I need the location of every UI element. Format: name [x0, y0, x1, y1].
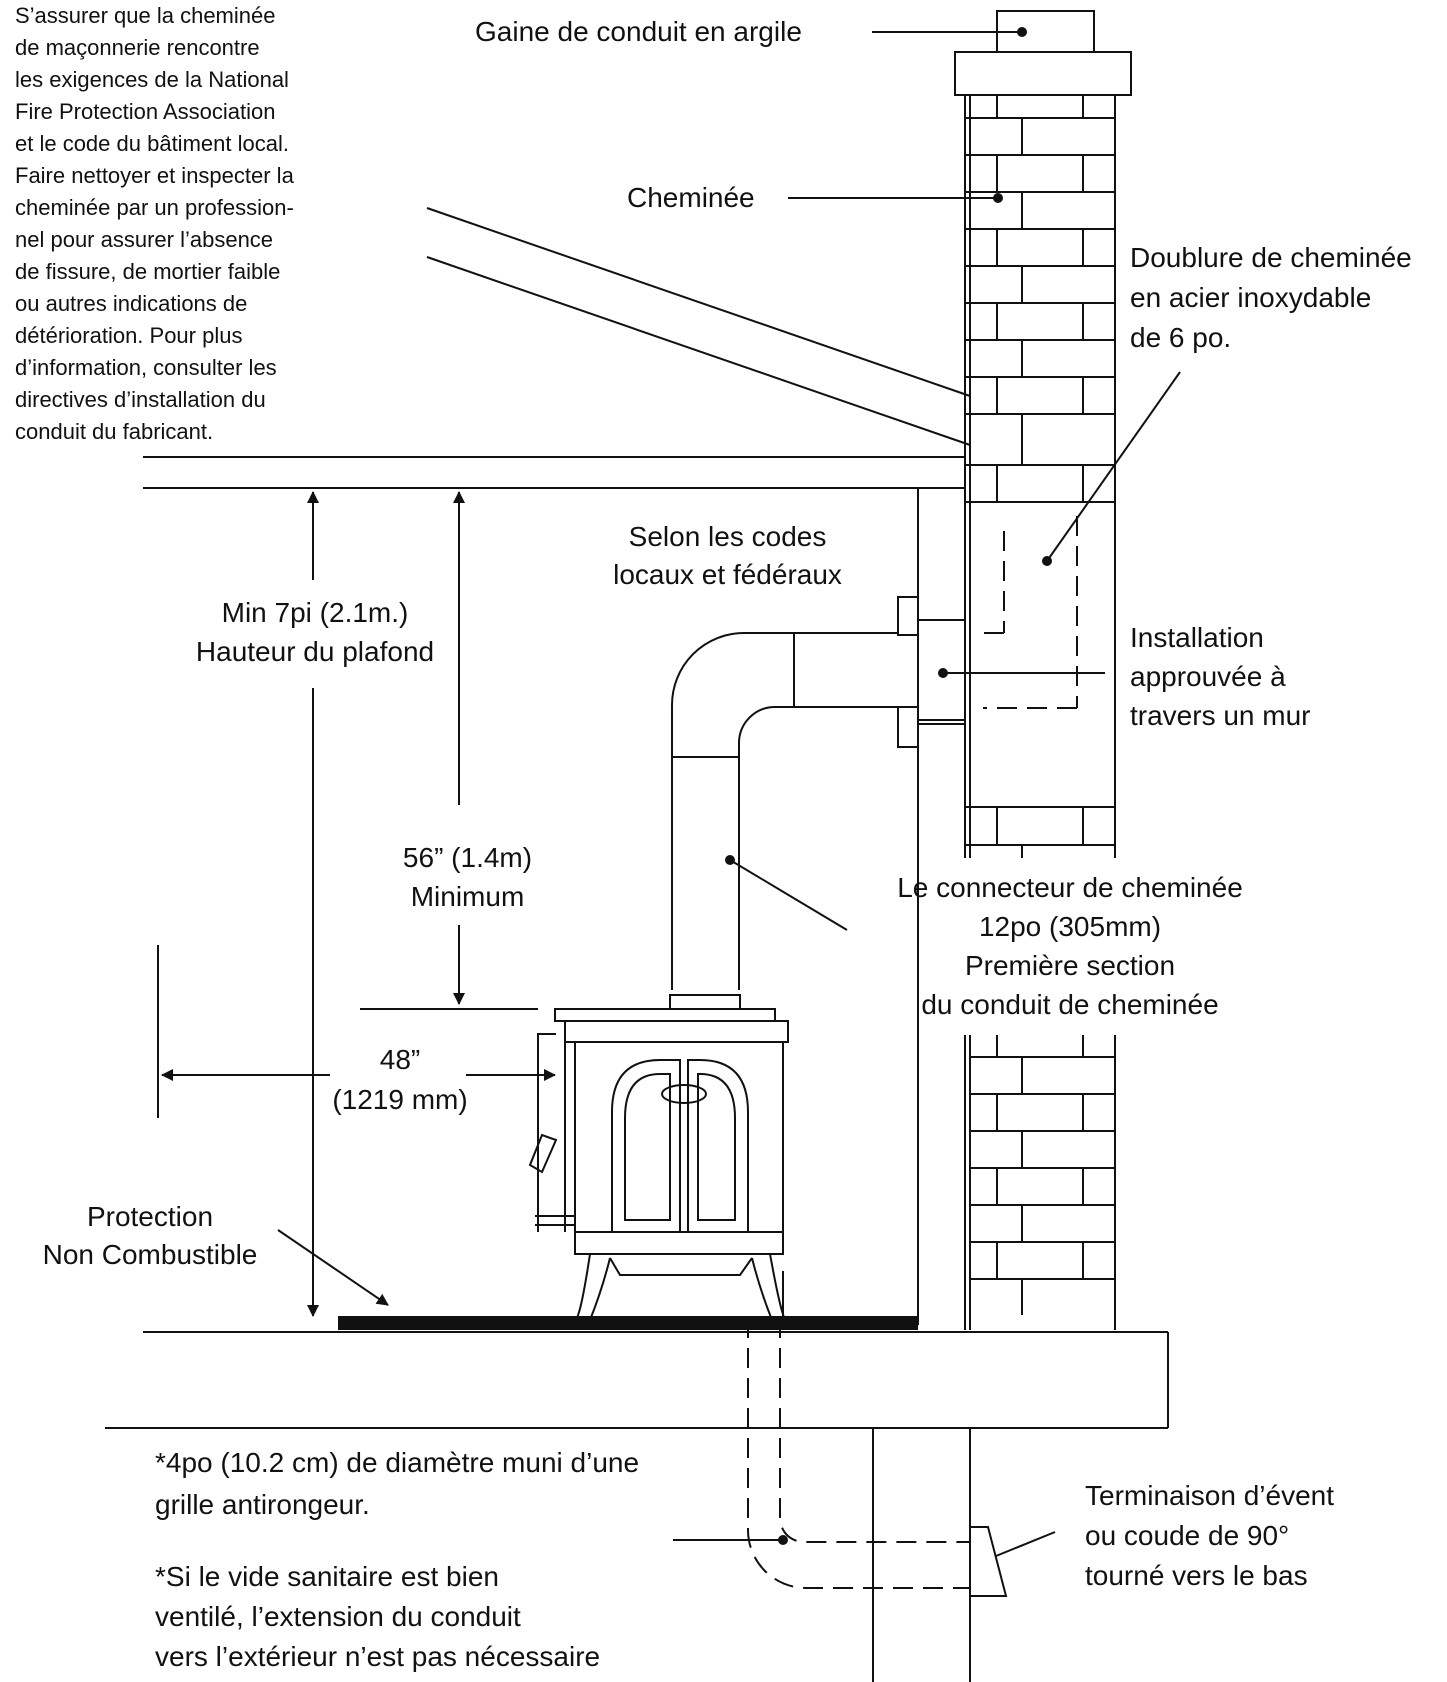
dot-stainless-liner: [1042, 556, 1052, 566]
outside-air-duct: [747, 1318, 970, 1589]
label-wall-install: Installation approuvée à travers un mur: [1130, 622, 1311, 731]
wood-stove: [528, 994, 789, 1321]
floor-protection-arrow: [277, 1229, 389, 1306]
stainless-liner-dashed: [983, 516, 1078, 709]
label-connector: Le connecteur de cheminée 12po (305mm) P…: [897, 872, 1243, 1020]
floor-protection-pad: [338, 1316, 918, 1330]
chimney-cap: [954, 51, 1132, 96]
label-ceiling-height: Min 7pi (2.1m.) Hauteur du plafond: [195, 597, 435, 667]
dot-wall-install: [938, 668, 948, 678]
label-crawlspace: *Si le vide sanitaire est bien ventilé, …: [155, 1561, 601, 1672]
leader-stainless-liner: [1046, 371, 1181, 562]
roof-line-lower: [426, 256, 971, 446]
dot-outside-air: [778, 1535, 788, 1545]
masonry-chimney-note: S’assurer que la cheminée de maçonnerie …: [15, 3, 294, 444]
chimney-masonry-lower: [964, 1035, 1116, 1330]
label-clearance-48: 48” (1219 mm): [332, 1044, 468, 1115]
label-stainless-liner: Doublure de cheminée en acier inoxydable…: [1130, 242, 1412, 353]
label-clay-flue-liner: Gaine de conduit en argile: [475, 16, 802, 47]
leader-connector: [729, 859, 848, 931]
dot-connector: [725, 855, 735, 865]
label-min-56: 56” (1.4m) Minimum: [402, 842, 533, 912]
label-termination: Terminaison d’évent ou coude de 90° tour…: [1085, 1480, 1335, 1591]
label-local-codes: Selon les codes locaux et fédéraux: [613, 521, 842, 590]
wall-thimble: [897, 596, 966, 748]
dot-chimney: [993, 193, 1003, 203]
chimney-masonry-upper: [964, 95, 1116, 858]
leader-termination: [995, 1531, 1056, 1557]
label-chimney: Cheminée: [627, 182, 755, 213]
roof-line-upper: [426, 207, 971, 397]
vent-termination: [969, 1526, 1008, 1597]
chimney-connector-pipe: [671, 632, 898, 990]
label-floor-protection: Protection Non Combustible: [42, 1201, 258, 1270]
dot-clay-liner: [1017, 27, 1027, 37]
label-outside-air: *4po (10.2 cm) de diamètre muni d’une gr…: [155, 1447, 640, 1520]
